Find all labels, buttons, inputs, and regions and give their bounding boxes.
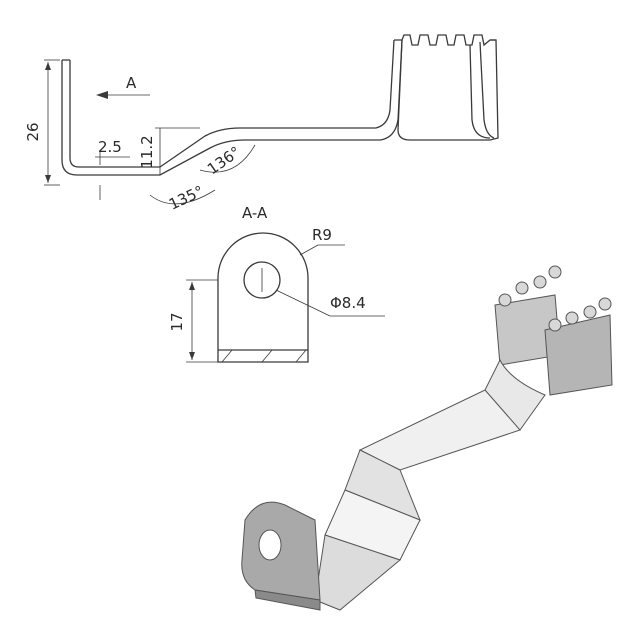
radius-label: R9 xyxy=(312,226,332,244)
angle-135: 135° xyxy=(166,182,206,214)
dimension-26: 26 xyxy=(24,122,42,141)
dimension-17: 17 xyxy=(168,312,186,331)
hole-diameter-label: Φ8.4 xyxy=(330,294,366,312)
section-title: A-A xyxy=(242,204,268,222)
dimension-11-2: 11.2 xyxy=(138,135,156,168)
side-view: 26 2.5 11.2 A 135° 136° xyxy=(24,34,499,214)
isometric-view xyxy=(241,265,613,611)
dimension-2-5: 2.5 xyxy=(98,138,122,156)
section-view: A-A 17 R9 Φ8.4 xyxy=(168,204,385,363)
view-arrow-label: A xyxy=(126,74,137,92)
